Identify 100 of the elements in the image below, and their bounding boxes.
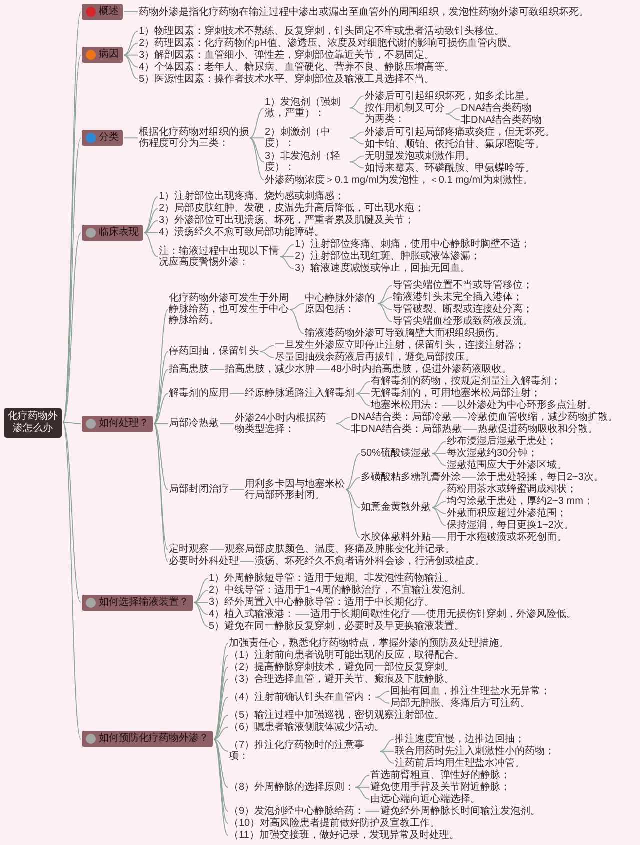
subtopic-text: 推注速度宜慢，边推边回抽； xyxy=(395,734,525,745)
connector-line xyxy=(250,108,264,139)
connector-line xyxy=(144,232,158,234)
connector-line xyxy=(194,602,208,604)
connector-line xyxy=(210,369,224,370)
subtopic-text: 适用于长期间歇性化疗 xyxy=(310,609,411,620)
connector-line xyxy=(194,590,208,604)
subtopic-text: （1）注射前向患者说明可能出现的反应，取得配合。 xyxy=(229,650,465,661)
subtopic-text: 外渗药物浓度＞0.1 mg/ml为发泡性，＜0.1 mg/ml为刺激性。 xyxy=(265,174,533,186)
topic-label: 临床表现 xyxy=(99,226,139,239)
subtopic-text: 以外渗处为中心环形多点注射。 xyxy=(457,400,597,412)
subtopic-text: 经原静脉通路注入解毒剂 xyxy=(245,388,355,400)
subtopic-text: （5）输注过程中加强巡视，密切观察注射部位。 xyxy=(229,710,445,721)
subtopic-text: 纱布浸湿后湿敷于患处； xyxy=(447,436,558,448)
connector-line xyxy=(462,477,476,478)
subtopic-text: 局部冷热敷 xyxy=(169,418,219,430)
connector-line xyxy=(280,256,294,258)
subtopic-text: 每次湿敷约30分钟； xyxy=(447,448,538,460)
connector-line xyxy=(336,423,350,430)
subtopic-text: 涂于患处轻揉，每日2~3次。 xyxy=(477,472,604,484)
subtopic-text: （2）提高静脉穿刺技术，避免同一部位反复穿刺。 xyxy=(229,662,455,673)
subtopic-text: 1）注射部位疼痛、刺痛，使用中心静脉时胸壁不适； xyxy=(295,239,531,250)
connector-line xyxy=(214,739,228,752)
subtopic-text: 如卡铂、顺铂、依托泊苷、氟尿嘧啶等。 xyxy=(365,138,545,150)
subtopic-text: 避免使用手背及关节附近静脉； xyxy=(370,782,511,793)
connector-line xyxy=(194,578,208,604)
subtopic-text: 保持湿润，每日更换1~2次。 xyxy=(447,520,574,532)
subtopic-text: 4）植入式输液港： xyxy=(209,609,295,620)
subtopic-text: 湿敷范围应大于外渗区域。 xyxy=(447,460,568,472)
main-topic-box xyxy=(82,4,123,20)
subtopic-text: 有解毒剂的药物，按规定剂量注入解毒剂； xyxy=(371,376,561,388)
subtopic-text: 观察局部皮肤颜色、温度、疼痛及肿胀变化并记录。 xyxy=(225,544,455,556)
subtopic-text: （6）嘱患者输液侧肢体减少活动。 xyxy=(229,722,385,733)
connector-line xyxy=(378,285,392,304)
subtopic-text: 2）中线导管：适用于1~4周的静脉治疗，不宜输注发泡剂。 xyxy=(209,585,472,596)
subtopic-text: DNA结合类药物 xyxy=(461,102,532,114)
connector-line xyxy=(462,429,478,430)
connector-line xyxy=(356,393,370,406)
connector-line xyxy=(350,138,364,145)
subtopic-text: （4）注射前确认针头在血管内： xyxy=(229,692,375,703)
connector-line xyxy=(290,309,304,334)
connector-line xyxy=(380,739,394,752)
subtopic-text: 中心静脉外渗的原因包括： xyxy=(305,292,377,315)
connector-line xyxy=(295,614,310,616)
subtopic-text: 无解毒剂的，可用地塞米松局部注射； xyxy=(371,388,541,400)
central-topic-box: 化疗药物外渗怎么办 xyxy=(4,408,62,438)
connector-line xyxy=(154,423,168,490)
subtopic-text: （10）对高风险患者提前做好防护及宣教工作。 xyxy=(229,818,440,829)
subtopic-text: （11）加强交接班，做好记录，发现异常及时处理。 xyxy=(229,830,460,841)
connector-line xyxy=(316,369,330,370)
subtopic-text: （7）推注化疗药物时的注意事项： xyxy=(229,740,379,762)
subtopic-text: 用利多卡因与地塞米松行局部环形封闭。 xyxy=(245,478,345,501)
connector-line xyxy=(62,422,82,740)
subtopic-text: 均匀涂敷于患处，厚约2~3 mm； xyxy=(447,496,594,508)
subtopic-text: 化疗药物外渗可发生于外周静脉给药，也可发生于中心静脉给药。 xyxy=(169,293,289,326)
connector-line xyxy=(350,96,364,109)
subtopic-text: 输液港针头未完全插入港体； xyxy=(393,292,523,304)
main-topic-box xyxy=(82,731,213,748)
connector-line xyxy=(250,138,264,139)
connector-line xyxy=(220,423,234,424)
connector-line xyxy=(432,501,446,508)
connector-line xyxy=(62,422,82,604)
connector-line xyxy=(350,108,364,115)
connector-line xyxy=(154,369,168,424)
subtopic-text: 根据化疗药物对组织的损伤程度可分为三类： xyxy=(139,127,249,150)
connector-line xyxy=(214,739,228,788)
connector-line xyxy=(350,132,364,139)
connector-line xyxy=(432,489,446,508)
main-topic-box xyxy=(82,416,153,432)
subtopic-text: 导管尖端血栓形成致药液反流。 xyxy=(393,316,533,328)
connector-line xyxy=(432,453,446,466)
connector-line xyxy=(290,303,304,310)
topic-label: 如何选择输液装置？ xyxy=(99,596,189,609)
subtopic-text: 1）物理因素：穿刺技术不熟练、反复穿刺，针头固定不牢或患者活动致针头移位。 xyxy=(139,26,505,37)
connector-line xyxy=(154,423,168,424)
connector-line xyxy=(336,417,350,424)
subtopic-text: 解毒剂的应用 xyxy=(169,388,229,400)
connector-line xyxy=(240,561,254,562)
subtopic-text: 导管尖端位置不当或导管移位； xyxy=(393,280,533,292)
connector-line xyxy=(350,156,364,163)
connector-line xyxy=(154,309,168,424)
topic-label: 如何处理？ xyxy=(99,418,149,430)
subtopic-text: 抬高患肢 xyxy=(169,364,209,376)
subtopic-text: 50%硫酸镁湿敷 xyxy=(361,448,432,460)
subtopic-text: 注：输液过程中出现以下情况应高度警惕外渗： xyxy=(159,246,279,268)
connector-line xyxy=(378,297,392,304)
subtopic-text: 溃疡、坏死经久不愈者请外科会诊，行清创或植皮。 xyxy=(255,556,485,568)
subtopic-text: 1）外周静脉短导管：适用于短期、非发泡性药物输注。 xyxy=(209,573,455,584)
connector-line xyxy=(380,751,394,764)
subtopic-text: 使用无损伤针穿刺，外渗风险低。 xyxy=(426,609,577,620)
subtopic-text: 回抽有回血，推注生理盐水无异常； xyxy=(390,686,551,697)
topic-label: 分类 xyxy=(99,132,119,144)
connector-line xyxy=(62,138,82,423)
subtopic-text: 外敷面积应超过外渗范围； xyxy=(447,508,567,520)
subtopic-text: 按作用机制又可分为两类： xyxy=(365,103,445,126)
subtopic-text: 加强责任心，熟悉化疗药物特点，掌握外渗的预防及处理措施。 xyxy=(229,638,509,649)
main-topic-box xyxy=(82,130,123,146)
connector-line xyxy=(154,351,168,424)
connector-line xyxy=(230,393,244,394)
subtopic-text: 3）外渗部位可出现溃疡、坏死，严重者累及肌腱及关节； xyxy=(159,215,415,226)
